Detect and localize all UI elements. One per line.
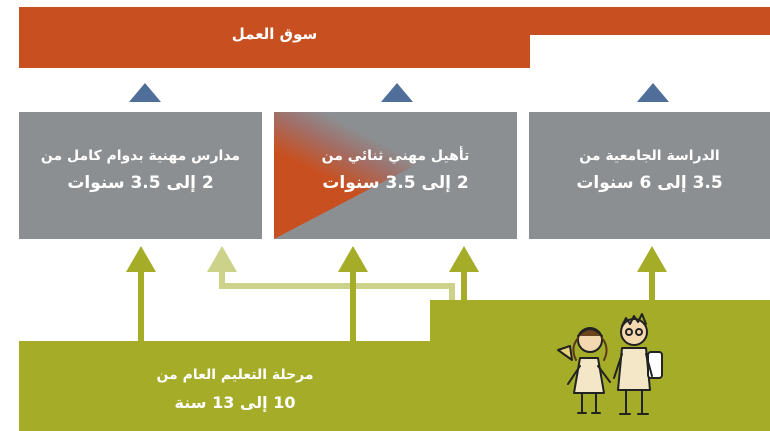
arrow-head-icon xyxy=(126,246,156,272)
labor-market-banner-tab xyxy=(525,7,770,35)
labor-market-label: سوق العمل xyxy=(231,25,318,43)
triangle-up-icon xyxy=(381,83,413,102)
general-education-duration: 10 إلى 13 سنة xyxy=(174,393,296,412)
triangle-up-icon xyxy=(129,83,161,102)
path-title: تأهيل مهني ثنائي من xyxy=(321,148,470,164)
arrow-head-icon xyxy=(637,246,667,272)
arrow-head-icon xyxy=(207,246,237,272)
arrow-head-icon xyxy=(338,246,368,272)
path-duration: 2 إلى 3.5 سنوات xyxy=(67,173,214,193)
triangle-up-icon xyxy=(637,83,669,102)
path-box-university: الدراسة الجامعية من 3.5 إلى 6 سنوات xyxy=(529,112,770,239)
light-connector-arrow xyxy=(219,268,455,300)
path-title: الدراسة الجامعية من xyxy=(579,148,720,164)
general-education-title: مرحلة التعليم العام من xyxy=(156,367,314,383)
labor-market-banner xyxy=(19,7,530,68)
path-title: مدارس مهنية بدوام كامل من xyxy=(40,148,241,164)
path-box-fulltime: مدارس مهنية بدوام كامل من 2 إلى 3.5 سنوا… xyxy=(19,112,262,239)
dual-split-background xyxy=(274,112,517,239)
students-icon xyxy=(557,313,663,415)
path-box-dual: تأهيل مهني ثنائي من 2 إلى 3.5 سنوات xyxy=(274,112,517,239)
path-duration: 3.5 إلى 6 سنوات xyxy=(576,173,723,193)
arrow-head-icon xyxy=(449,246,479,272)
path-duration: 2 إلى 3.5 سنوات xyxy=(322,173,469,193)
